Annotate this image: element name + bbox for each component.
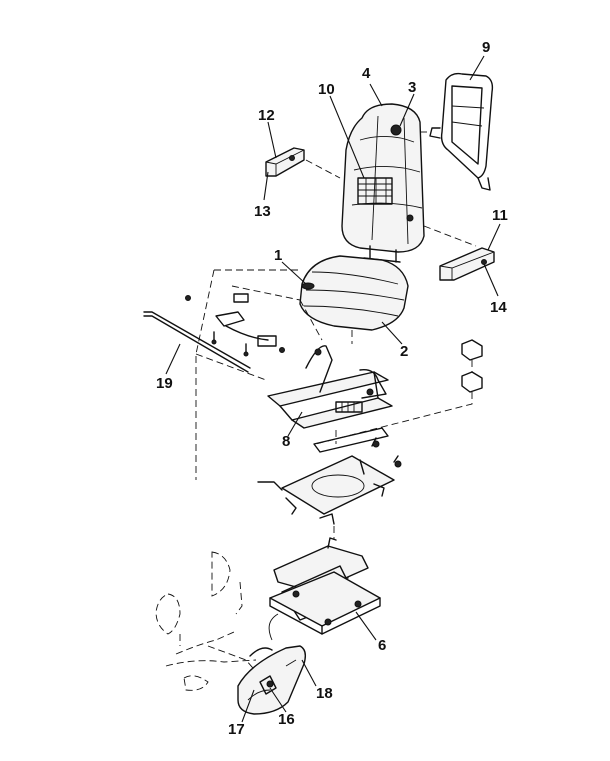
leader-lines xyxy=(165,55,501,723)
callout-3: 3 xyxy=(408,79,416,96)
callout-8: 8 xyxy=(282,433,290,450)
side-cover xyxy=(237,613,307,715)
callout-16: 16 xyxy=(278,711,295,728)
callout-17: 17 xyxy=(228,721,245,738)
left-armrest xyxy=(265,147,341,179)
right-armrest xyxy=(423,225,495,281)
callout-18: 18 xyxy=(316,685,333,702)
callout-9: 9 xyxy=(482,39,490,56)
callout-2: 2 xyxy=(400,343,408,360)
callout-12: 12 xyxy=(258,107,275,124)
lumbar-adjuster xyxy=(357,177,393,205)
seat-slide-frame xyxy=(267,345,393,444)
wiring-cable xyxy=(143,311,251,373)
switch-bracket-hardware xyxy=(185,293,285,357)
seat-cushion xyxy=(299,255,409,344)
callout-6: 6 xyxy=(378,637,386,654)
mounting-plate xyxy=(195,356,402,540)
callout-1: 1 xyxy=(274,247,282,264)
adjustment-lever-outlines xyxy=(155,551,259,691)
callout-10: 10 xyxy=(318,81,335,98)
back-frame xyxy=(420,72,494,191)
callout-13: 13 xyxy=(254,203,271,220)
seat-back-badge xyxy=(390,124,402,136)
callout-19: 19 xyxy=(156,375,173,392)
callout-4: 4 xyxy=(362,65,371,82)
callout-14: 14 xyxy=(490,299,507,316)
rear-support-brackets xyxy=(315,339,483,445)
cushion-mounting-guides xyxy=(195,269,323,381)
seat-back xyxy=(341,103,425,263)
callout-11: 11 xyxy=(492,207,508,224)
suspension-base xyxy=(269,537,381,635)
